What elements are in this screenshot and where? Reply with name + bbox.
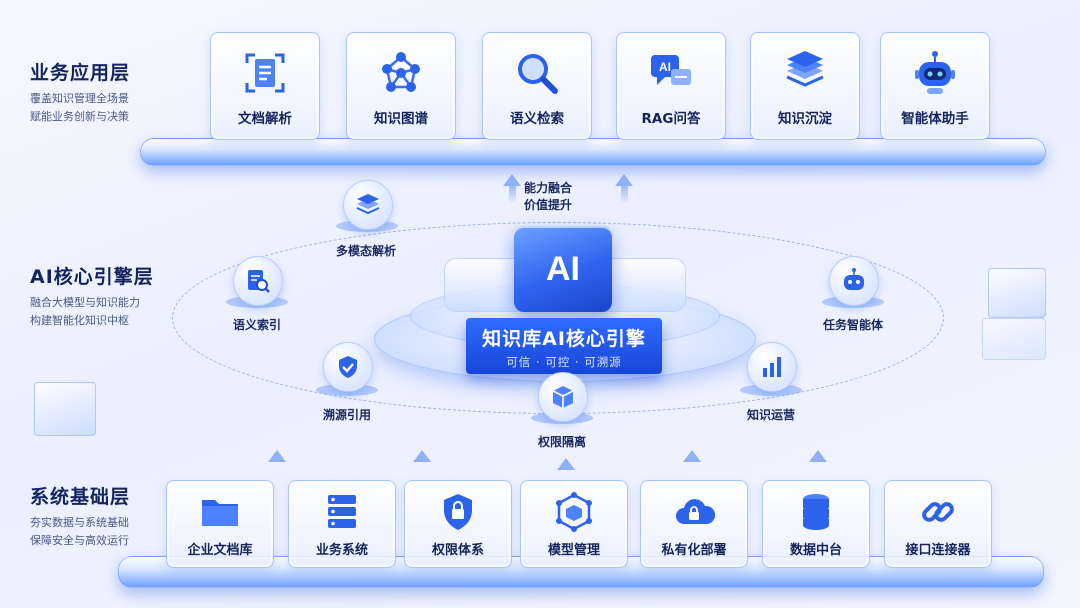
document-scan-icon bbox=[245, 53, 285, 93]
arrow-up-icon bbox=[683, 450, 701, 462]
node-label-semantic-index: 语义索引 bbox=[232, 318, 281, 332]
card-label: 私有化部署 bbox=[661, 543, 727, 558]
decorative-cube-right-lower bbox=[982, 318, 1046, 360]
top-layer-desc-line1: 覆盖知识管理全场景 bbox=[30, 92, 129, 105]
bottom-layer-desc-line1: 夯实数据与系统基础 bbox=[30, 516, 129, 529]
middle-layer-desc-line2: 构建智能化知识中枢 bbox=[30, 314, 129, 327]
node-label-permission-isolation: 权限隔离 bbox=[537, 435, 586, 449]
card-label: 知识图谱 bbox=[374, 111, 428, 127]
card-label: RAG问答 bbox=[641, 111, 701, 127]
middle-layer-title: AI核心引擎层 bbox=[30, 266, 154, 288]
robot-icon bbox=[915, 51, 955, 94]
card-rag-qa[interactable]: AI RAG问答 bbox=[616, 32, 726, 140]
core-engine-banner[interactable]: 知识库AI核心引擎 可信 · 可控 · 可溯源 bbox=[466, 318, 662, 374]
node-label-knowledge-operation: 知识运营 bbox=[746, 408, 795, 422]
shield-lock-icon bbox=[444, 494, 472, 530]
card-label: 智能体助手 bbox=[901, 111, 969, 127]
card-label: 语义检索 bbox=[510, 111, 564, 127]
card-private-deployment[interactable]: 私有化部署 bbox=[640, 480, 748, 568]
card-label: 模型管理 bbox=[547, 543, 600, 558]
card-knowledge-accumulation[interactable]: 知识沉淀 bbox=[750, 32, 860, 140]
arrow-up-icon bbox=[268, 450, 286, 462]
layers-icon bbox=[356, 194, 380, 215]
fusion-line2: 价值提升 bbox=[524, 198, 573, 212]
arrow-up-icon bbox=[503, 174, 521, 186]
fusion-label: 能力融合 价值提升 bbox=[524, 180, 572, 214]
card-label: 知识沉淀 bbox=[778, 111, 832, 127]
robot-icon bbox=[844, 268, 864, 290]
cube-network-icon bbox=[556, 492, 592, 532]
card-enterprise-doc-library[interactable]: 企业文档库 bbox=[166, 480, 274, 568]
cloud-lock-icon bbox=[676, 499, 715, 524]
knowledge-graph-icon bbox=[382, 52, 420, 92]
card-agent-assistant[interactable]: 智能体助手 bbox=[880, 32, 990, 140]
core-engine-title: 知识库AI核心引擎 bbox=[482, 328, 646, 350]
decorative-cube-left bbox=[34, 382, 96, 436]
chat-bubble-ai-icon: AI bbox=[651, 55, 691, 85]
card-business-systems[interactable]: 业务系统 bbox=[288, 480, 396, 568]
top-layer-title: 业务应用层 bbox=[30, 62, 131, 84]
shield-check-icon bbox=[339, 356, 357, 378]
document-search-icon bbox=[248, 270, 270, 293]
folder-icon bbox=[202, 500, 238, 526]
card-knowledge-graph[interactable]: 知识图谱 bbox=[346, 32, 456, 140]
bottom-layer-description: 夯实数据与系统基础 保障安全与高效运行 bbox=[30, 514, 129, 550]
card-model-management[interactable]: 模型管理 bbox=[520, 480, 628, 568]
fusion-line1: 能力融合 bbox=[524, 181, 573, 195]
bottom-layer-desc-line2: 保障安全与高效运行 bbox=[30, 534, 129, 547]
svg-text:AI: AI bbox=[659, 60, 671, 74]
ai-core-badge: AI bbox=[546, 249, 580, 288]
core-engine-subtitle: 可信 · 可控 · 可溯源 bbox=[506, 355, 622, 369]
card-label: 企业文档库 bbox=[187, 543, 253, 558]
bottom-layer-title: 系统基础层 bbox=[30, 486, 131, 508]
node-multimodal-parsing[interactable] bbox=[343, 180, 393, 230]
node-source-citation[interactable] bbox=[323, 342, 373, 392]
card-permission-system[interactable]: 权限体系 bbox=[404, 480, 512, 568]
ai-core-cube[interactable]: AI bbox=[514, 226, 612, 312]
stacked-layers-icon bbox=[786, 51, 824, 87]
card-data-middle-platform[interactable]: 数据中台 bbox=[762, 480, 870, 568]
card-label: 接口连接器 bbox=[905, 543, 971, 558]
card-label: 权限体系 bbox=[431, 543, 484, 558]
magnifier-icon bbox=[518, 54, 558, 94]
arrow-up-icon bbox=[557, 458, 575, 470]
card-label: 数据中台 bbox=[789, 543, 842, 558]
arrow-stem-up bbox=[621, 186, 628, 204]
node-task-agent[interactable] bbox=[829, 256, 879, 306]
arrow-up-icon bbox=[809, 450, 827, 462]
top-layer-description: 覆盖知识管理全场景 赋能业务创新与决策 bbox=[30, 90, 129, 126]
node-label-task-agent: 任务智能体 bbox=[822, 318, 883, 332]
card-label: 业务系统 bbox=[315, 543, 368, 558]
card-api-connector[interactable]: 接口连接器 bbox=[884, 480, 992, 568]
database-icon bbox=[803, 494, 829, 530]
top-layer-desc-line2: 赋能业务创新与决策 bbox=[30, 110, 129, 123]
node-semantic-index[interactable] bbox=[233, 256, 283, 306]
card-document-parsing[interactable]: 文档解析 bbox=[210, 32, 320, 140]
bar-chart-icon bbox=[763, 357, 781, 377]
node-permission-isolation[interactable] bbox=[538, 372, 588, 422]
arrow-stem-up bbox=[509, 186, 516, 204]
arrow-up-icon bbox=[615, 174, 633, 186]
cube-icon bbox=[552, 386, 574, 408]
card-semantic-search[interactable]: 语义检索 bbox=[482, 32, 592, 140]
node-knowledge-operation[interactable] bbox=[747, 342, 797, 392]
middle-layer-desc-line1: 融合大模型与知识能力 bbox=[30, 296, 140, 309]
card-label: 文档解析 bbox=[238, 111, 292, 127]
decorative-cube-right bbox=[988, 268, 1046, 318]
top-layer-platform bbox=[140, 138, 1046, 166]
server-icon bbox=[328, 495, 356, 528]
middle-layer-description: 融合大模型与知识能力 构建智能化知识中枢 bbox=[30, 294, 140, 330]
node-label-multimodal: 多模态解析 bbox=[335, 244, 396, 258]
link-icon bbox=[922, 502, 954, 522]
node-label-source-citation: 溯源引用 bbox=[322, 408, 371, 422]
arrow-up-icon bbox=[413, 450, 431, 462]
